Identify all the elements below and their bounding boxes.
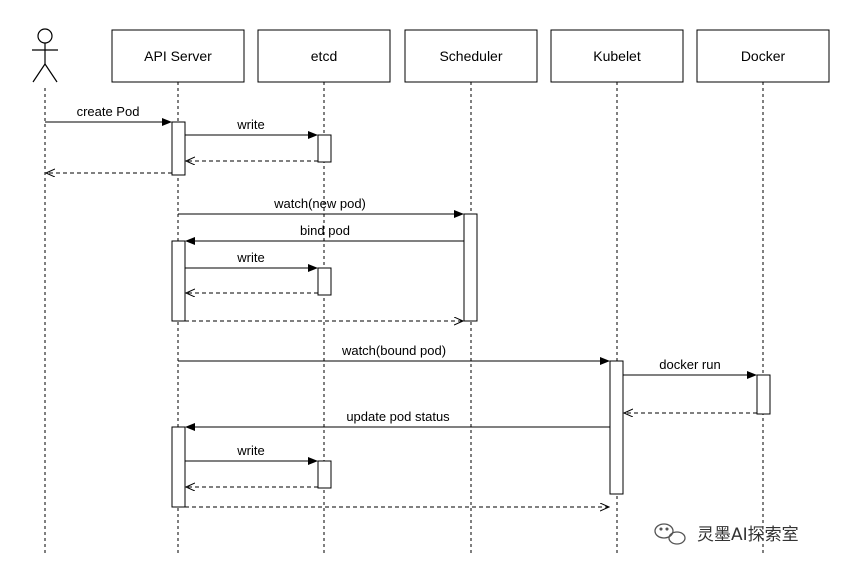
activation-etcd-3 [317, 460, 332, 489]
activation-api-3 [171, 426, 186, 508]
message-label-write-2: write [236, 250, 264, 265]
message-label-watch-new-pod: watch(new pod) [273, 196, 366, 211]
participant-api: API Server [111, 29, 245, 83]
message-label-watch-bound-pod: watch(bound pod) [341, 343, 446, 358]
participant-label-docker: Docker [741, 48, 786, 64]
participant-etcd: etcd [257, 29, 391, 83]
activation-api-2 [171, 240, 186, 322]
message-label-docker-run: docker run [659, 357, 720, 372]
wechat-icon [654, 523, 686, 545]
message-label-create-pod: create Pod [77, 104, 140, 119]
activation-docker-1 [756, 374, 771, 415]
message-label-write-3: write [236, 443, 264, 458]
participant-docker: Docker [696, 29, 830, 83]
message-label-write-1: write [236, 117, 264, 132]
participant-label-api: API Server [144, 48, 212, 64]
activation-api-1 [171, 121, 186, 176]
message-label-update-pod-status: update pod status [346, 409, 450, 424]
watermark-text: 灵墨AI探索室 [697, 525, 799, 545]
participant-label-etcd: etcd [311, 48, 337, 64]
participant-label-kubelet: Kubelet [593, 48, 641, 64]
activation-etcd-1 [317, 134, 332, 163]
actor-icon [32, 28, 58, 83]
participant-kubelet: Kubelet [550, 29, 684, 83]
activation-etcd-2 [317, 267, 332, 296]
participant-scheduler: Scheduler [404, 29, 538, 83]
message-label-bind-pod: bind pod [300, 223, 350, 238]
activation-scheduler-1 [463, 213, 478, 322]
participant-label-scheduler: Scheduler [439, 48, 502, 64]
activation-kubelet-1 [609, 360, 624, 495]
